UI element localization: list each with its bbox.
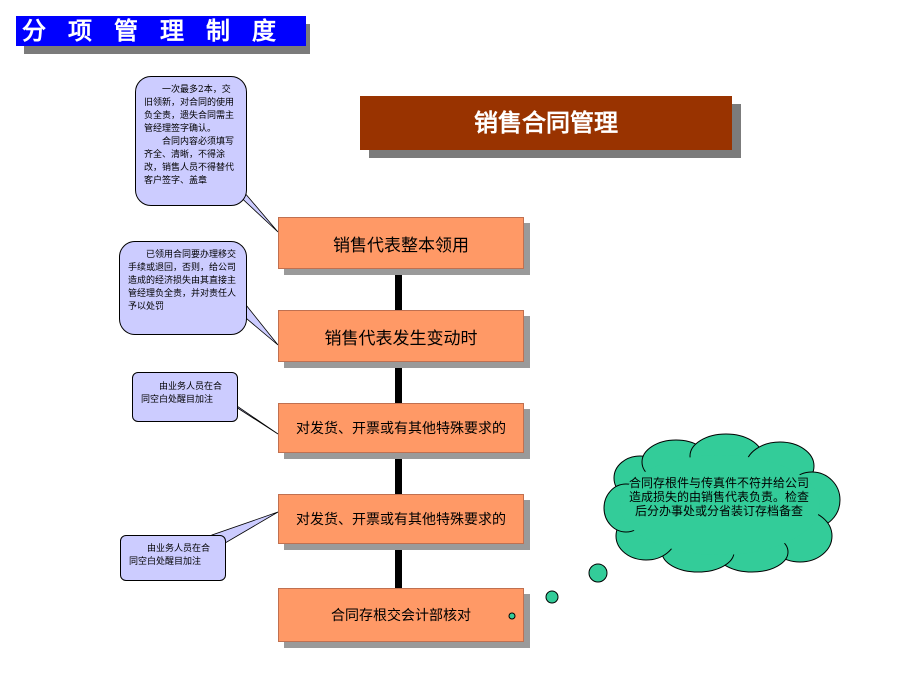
thought-bubble-small [508, 612, 516, 620]
note-annotate-1: 由业务人员在合同空白处醒目加注 [132, 372, 238, 422]
step-special-requirements-2: 对发货、开票或有其他特殊要求的 [278, 494, 524, 544]
note1-line1: 一次最多2本，交旧领新，对合同的使用负全责，遗失合同需主管经理签字确认。 [144, 85, 235, 134]
main-title: 销售合同管理 [360, 96, 732, 150]
note-annotate-2: 由业务人员在合同空白处醒目加注 [120, 535, 226, 581]
page-header: 分项管理制度 [16, 16, 306, 46]
note-rep-change: 已领用合同要办理移交手续或退回，否则，给公司造成的经济损失由其直接主管经理负全责… [119, 241, 247, 335]
step-receive-book: 销售代表整本领用 [278, 217, 524, 269]
step-stub-audit: 合同存根交会计部核对 [278, 588, 524, 642]
note4-text: 由业务人员在合同空白处醒目加注 [129, 544, 211, 567]
cloud-note: 合同存根件与传真件不符并给公司造成损失的由销售代表负责。检查后分办事处或分省装订… [628, 476, 809, 518]
note3-text: 由业务人员在合同空白处醒目加注 [141, 382, 223, 405]
step-rep-change: 销售代表发生变动时 [278, 310, 524, 362]
note2-text: 已领用合同要办理移交手续或退回，否则，给公司造成的经济损失由其直接主管经理负全责… [128, 250, 237, 312]
thought-bubble-medium [545, 590, 559, 604]
step-special-requirements-1: 对发货、开票或有其他特殊要求的 [278, 403, 524, 453]
note1-line2: 合同内容必须填写齐全、清晰，不得涂改，销售人员不得替代客户签字、盖章 [144, 137, 235, 186]
thought-bubble-large [588, 563, 608, 583]
note-receive-rules: 一次最多2本，交旧领新，对合同的使用负全责，遗失合同需主管经理签字确认。 合同内… [135, 76, 247, 206]
